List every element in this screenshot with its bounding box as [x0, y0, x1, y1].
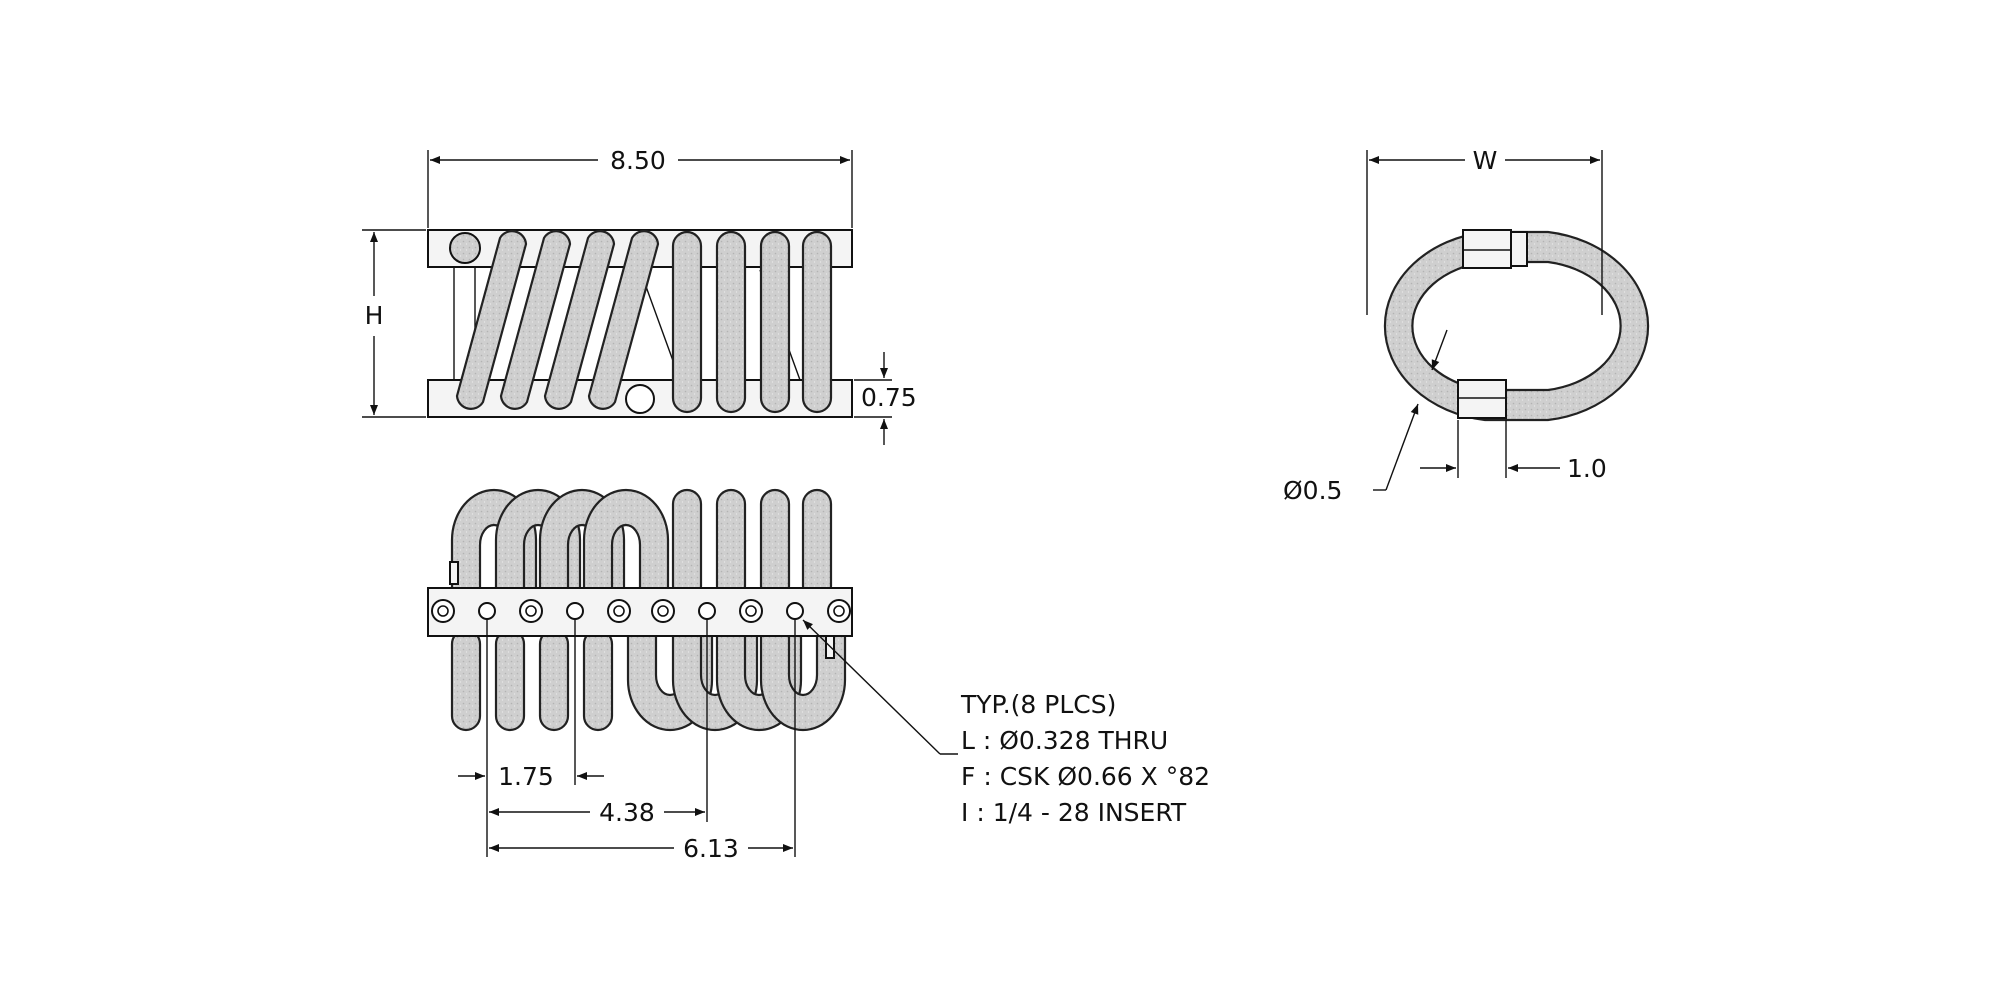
- hole-callout: TYP.(8 PLCS) L : Ø0.328 THRU F : CSK Ø0.…: [960, 690, 1210, 827]
- hole-spacing-dim-1: 1.75: [498, 762, 554, 791]
- width-dim: W: [1473, 146, 1498, 175]
- callout-line-4: I : 1/4 - 28 INSERT: [961, 798, 1187, 827]
- thru-hole: [698, 602, 716, 620]
- callout-line-3: F : CSK Ø0.66 X °82: [961, 762, 1210, 791]
- insert-hole: [739, 599, 763, 623]
- hole-spacing-dim-2: 4.38: [599, 798, 655, 827]
- cable-loop: [1383, 230, 1650, 422]
- insert-hole: [827, 599, 851, 623]
- thru-hole: [786, 602, 804, 620]
- cable-diameter-dim: Ø0.5: [1283, 476, 1342, 505]
- bar-width-dim: 1.0: [1567, 454, 1607, 483]
- cable-end-circle: [449, 232, 481, 264]
- insert-hole: [431, 599, 455, 623]
- insert-hole: [651, 599, 675, 623]
- overall-length-dim: 8.50: [610, 146, 666, 175]
- insert-hole: [519, 599, 543, 623]
- bottom-bar-end: [1457, 379, 1507, 419]
- callout-line-1: TYP.(8 PLCS): [960, 690, 1116, 719]
- cable-end-circle: [625, 384, 655, 414]
- insert-hole: [607, 599, 631, 623]
- lower-loops: [450, 628, 847, 732]
- thru-hole: [566, 602, 584, 620]
- bar-thickness-dim: 0.75: [861, 383, 917, 412]
- top-view: 8.50 H 0.75: [362, 146, 917, 445]
- callout-line-2: L : Ø0.328 THRU: [961, 726, 1168, 755]
- front-view: 1.75 4.38 6.13: [427, 488, 958, 863]
- thru-hole: [478, 602, 496, 620]
- hole-spacing-dim-3: 6.13: [683, 834, 739, 863]
- coil-segments: [455, 230, 833, 414]
- height-dim: H: [365, 301, 384, 330]
- top-bar-stub: [1510, 231, 1528, 267]
- end-view: W 1.0 Ø0.5: [1283, 146, 1650, 505]
- top-bar-end: [1462, 229, 1512, 269]
- front-mounting-bar: [427, 587, 853, 637]
- upper-loops: [450, 488, 833, 602]
